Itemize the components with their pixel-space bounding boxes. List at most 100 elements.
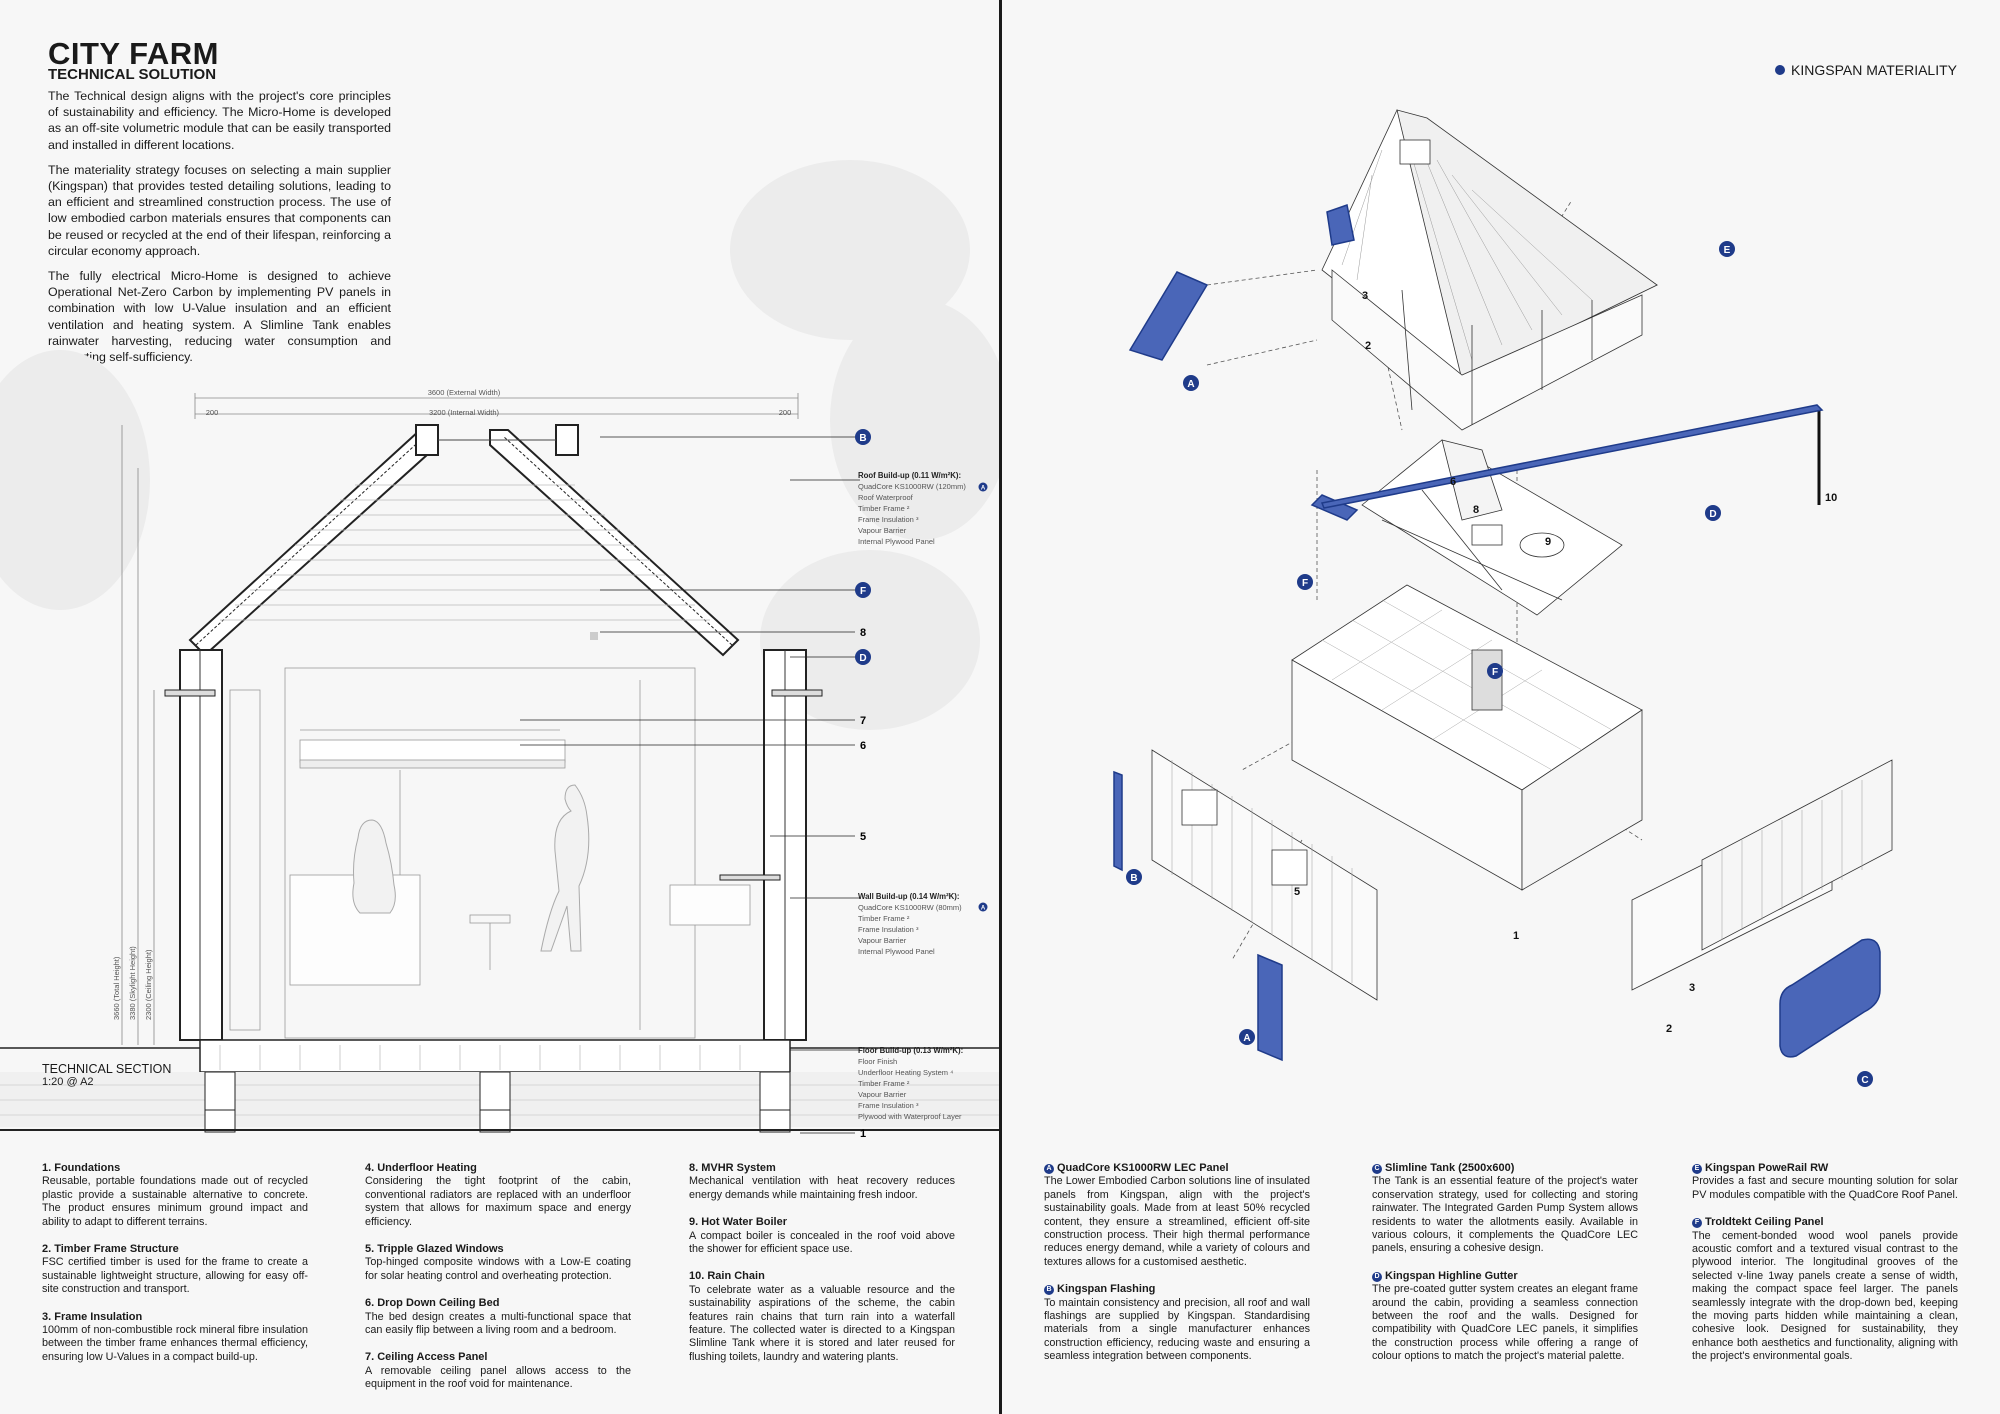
- svg-text:Floor Finish: Floor Finish: [858, 1057, 897, 1066]
- note-title: 10. Rain Chain: [689, 1270, 765, 1283]
- note-title: 6. Drop Down Ceiling Bed: [365, 1297, 500, 1310]
- kingspan-elements: [1113, 204, 1881, 1062]
- svg-text:Frame Insulation ³: Frame Insulation ³: [858, 515, 919, 524]
- note-title: 5. Tripple Glazed Windows: [365, 1243, 504, 1256]
- svg-text:A: A: [981, 906, 986, 912]
- legend-label: KINGSPAN MATERIALITY: [1791, 62, 1957, 78]
- section-caption-scale: 1:20 @ A2: [42, 1076, 94, 1088]
- svg-text:B: B: [1130, 873, 1137, 884]
- interior-elevation: [229, 667, 751, 1039]
- badge-d-icon: D: [1372, 1271, 1382, 1282]
- note-title: 2. Timber Frame Structure: [42, 1243, 179, 1256]
- svg-text:Internal Plywood Panel: Internal Plywood Panel: [858, 537, 935, 546]
- axo-number-3-roof: 3: [1362, 290, 1368, 302]
- svg-text:Timber Frame ²: Timber Frame ²: [858, 914, 910, 923]
- svg-text:Floor Build-up (0.13 W/m²K):: Floor Build-up (0.13 W/m²K):: [858, 1046, 963, 1055]
- axo-callout-c: C: [1857, 1071, 1873, 1087]
- dim-ceiling-height: 2300 (Ceiling Height): [144, 949, 153, 1020]
- note-text: A compact boiler is concealed in the roo…: [689, 1229, 955, 1256]
- axo-number-1: 1: [1513, 930, 1519, 942]
- svg-text:F: F: [860, 586, 866, 597]
- svg-text:A: A: [981, 486, 986, 492]
- notes-column-3: 8. MVHR System Mechanical ventilation wi…: [689, 1162, 955, 1378]
- section-callout-5: 5: [860, 831, 866, 843]
- wall-section: [164, 649, 823, 1041]
- badge-c-icon: C: [1372, 1164, 1382, 1174]
- svg-text:Timber Frame ²: Timber Frame ²: [858, 504, 910, 513]
- section-callout-6: 6: [860, 740, 866, 752]
- svg-text:Plywood with Waterproof Layer: Plywood with Waterproof Layer: [858, 1112, 962, 1121]
- section-callout-d: D: [855, 649, 871, 665]
- note-title: 7. Ceiling Access Panel: [365, 1351, 488, 1364]
- note-text: The bed design creates a multi-functiona…: [365, 1310, 631, 1337]
- materiality-legend: KINGSPAN MATERIALITY: [1775, 62, 1957, 78]
- material-text: To maintain consistency and precision, a…: [1044, 1296, 1310, 1363]
- svg-text:A: A: [1187, 379, 1194, 390]
- notes-column-2: 4. Underfloor Heating Considering the ti…: [365, 1162, 631, 1406]
- note-text: Mechanical ventilation with heat recover…: [689, 1175, 955, 1201]
- material-text: The pre-coated gutter system creates an …: [1372, 1283, 1638, 1363]
- axo-callout-f-lower: F: [1487, 663, 1503, 679]
- axo-roof: [1321, 109, 1658, 431]
- note-text: To celebrate water as a valuable resourc…: [689, 1283, 955, 1363]
- svg-text:D: D: [1709, 509, 1716, 520]
- right-panel: KINGSPAN MATERIALITY: [1002, 0, 2000, 1414]
- axo-wall-panel-right: [1631, 759, 1893, 991]
- svg-text:Frame Insulation ³: Frame Insulation ³: [858, 1101, 919, 1110]
- axo-number-2-wall: 2: [1666, 1023, 1672, 1035]
- badge-e-icon: E: [1692, 1164, 1702, 1174]
- badge-f-icon: F: [1692, 1218, 1702, 1229]
- axo-callout-d: D: [1705, 505, 1721, 521]
- svg-text:Vapour Barrier: Vapour Barrier: [858, 936, 907, 945]
- svg-text:Frame Insulation ³: Frame Insulation ³: [858, 925, 919, 934]
- ceiling-panel-f: [1310, 494, 1359, 521]
- axo-callout-f-upper: F: [1297, 574, 1313, 590]
- left-panel: CITY FARM TECHNICAL SOLUTION The Technic…: [0, 0, 999, 1414]
- dim-external-width: 3600 (External Width): [428, 388, 501, 397]
- axo-number-8: 8: [1473, 504, 1479, 516]
- material-text: The Lower Embodied Carbon solutions line…: [1044, 1175, 1310, 1268]
- page-title: CITY FARM: [48, 36, 219, 71]
- note-text: Considering the tight footprint of the c…: [365, 1175, 631, 1228]
- intro-paragraph-2: The materiality strategy focuses on sele…: [48, 162, 391, 258]
- wall-buildup-label: Wall Build-up (0.14 W/m²K): QuadCore KS1…: [858, 892, 988, 956]
- roof-buildup-label: Roof Build-up (0.11 W/m²K): QuadCore KS1…: [858, 471, 988, 546]
- note-text: FSC certified timber is used for the fra…: [42, 1256, 308, 1296]
- svg-text:B: B: [859, 433, 866, 444]
- page-subtitle: TECHNICAL SOLUTION: [48, 66, 217, 83]
- note-title: 8. MVHR System: [689, 1162, 776, 1174]
- roof-section: [188, 424, 740, 657]
- material-text: The Tank is an essential feature of the …: [1372, 1175, 1638, 1255]
- section-callout-f: F: [855, 582, 871, 598]
- dim-right-margin: 200: [779, 408, 792, 417]
- exploded-axonometric: A E D F F B A C 3 2 6 8 9 10 5 1 3 2: [1113, 109, 1893, 1087]
- axo-number-2-roof: 2: [1365, 340, 1371, 352]
- intro-text: The Technical design aligns with the pro…: [48, 88, 391, 374]
- figures: [352, 784, 590, 952]
- material-text: Provides a fast and secure mounting solu…: [1692, 1175, 1958, 1201]
- section-callout-b: B: [855, 429, 871, 445]
- floor-buildup-label: Floor Build-up (0.13 W/m²K): Floor Finis…: [858, 1046, 963, 1121]
- dim-left-margin: 200: [206, 408, 219, 417]
- powerail-e: [1326, 204, 1355, 246]
- svg-text:Wall Build-up (0.14 W/m²K):: Wall Build-up (0.14 W/m²K):: [858, 892, 960, 901]
- axo-callout-b: B: [1126, 869, 1142, 885]
- section-caption-title: TECHNICAL SECTION: [42, 1062, 172, 1076]
- svg-text:Internal Plywood Panel: Internal Plywood Panel: [858, 947, 935, 956]
- svg-text:C: C: [1861, 1075, 1868, 1086]
- note-text: Top-hinged composite windows with a Low-…: [365, 1256, 631, 1282]
- gutter-d: [1320, 404, 1824, 509]
- svg-text:Roof Build-up (0.11 W/m²K):: Roof Build-up (0.11 W/m²K):: [858, 471, 961, 480]
- pv-panel-a-top: [1128, 271, 1209, 361]
- svg-text:A: A: [1243, 1033, 1250, 1044]
- section-callout-1: 1: [860, 1128, 866, 1140]
- note-title: 9. Hot Water Boiler: [689, 1216, 787, 1229]
- badge-b-icon: B: [1044, 1285, 1054, 1296]
- svg-text:QuadCore KS1000RW (80mm): QuadCore KS1000RW (80mm): [858, 903, 962, 912]
- section-caption: TECHNICAL SECTION 1:20 @ A2: [42, 1062, 171, 1088]
